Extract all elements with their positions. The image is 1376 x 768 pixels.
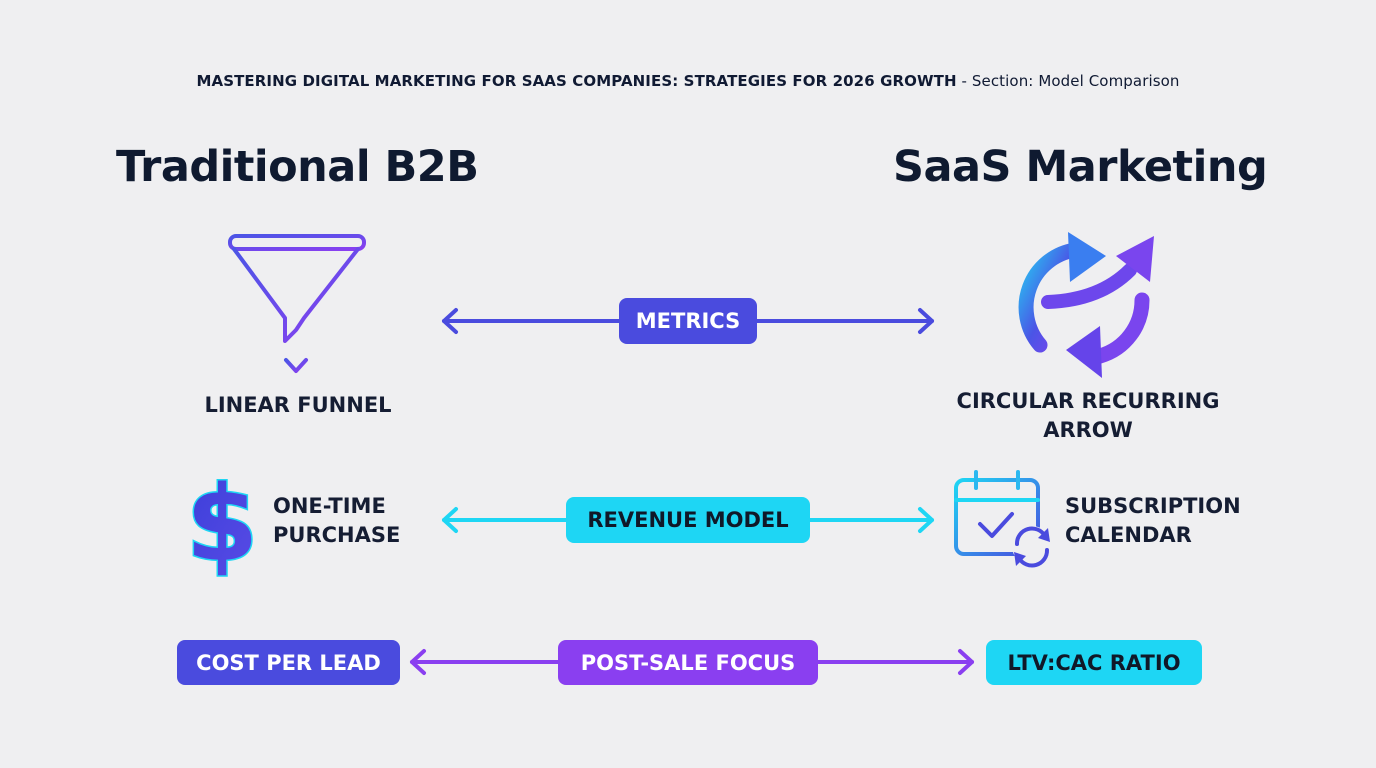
revenue-model-pill: REVENUE MODEL: [566, 497, 810, 543]
one-time-purchase-caption: ONE-TIME PURCHASE: [273, 494, 401, 547]
funnel-icon: [228, 234, 366, 373]
subscription-calendar-caption: SUBSCRIPTION CALENDAR: [1065, 494, 1241, 547]
linear-funnel-caption: LINEAR FUNNEL: [204, 393, 392, 417]
focus-connector-arrow: [410, 649, 974, 675]
ltv-cac-ratio-badge: LTV:CAC RATIO: [986, 640, 1202, 685]
right-column-title: SaaS Marketing: [893, 142, 1268, 192]
post-sale-focus-pill: POST-SALE FOCUS: [558, 640, 818, 685]
circular-recurring-arrow-caption: CIRCULAR RECURRING ARROW: [956, 389, 1220, 442]
metrics-connector-arrow: [442, 308, 934, 334]
dollar-icon: $: [184, 462, 259, 587]
header-title: MASTERING DIGITAL MARKETING FOR SAAS COM…: [196, 72, 957, 90]
cost-per-lead-badge: COST PER LEAD: [177, 640, 400, 685]
header-section: - Section: Model Comparison: [956, 72, 1180, 90]
subscription-calendar-icon: [954, 470, 1052, 568]
revenue-connector-arrow: [442, 507, 934, 533]
svg-text:$: $: [186, 463, 258, 585]
left-column-title: Traditional B2B: [116, 142, 479, 192]
metrics-pill: METRICS: [619, 298, 757, 344]
recurring-arrows-icon: [1018, 232, 1154, 378]
page-header: MASTERING DIGITAL MARKETING FOR SAAS COM…: [0, 72, 1376, 90]
